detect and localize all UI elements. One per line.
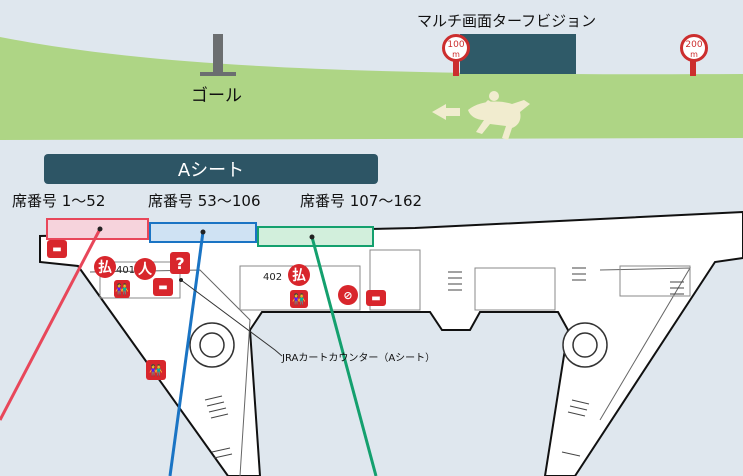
guide-line-53-106	[168, 231, 205, 476]
marker-100m: 100 m	[442, 34, 470, 62]
smoking-area-icon-3: ▬	[366, 290, 386, 306]
room-401-label: 401	[116, 265, 136, 276]
pay-icon-2: 払	[288, 264, 310, 286]
marker-200m: 200 m	[680, 34, 708, 62]
goal-post	[213, 34, 223, 74]
goal-label: ゴール	[191, 86, 242, 106]
guide-line-1-52	[0, 228, 102, 421]
restroom-icon: 👫	[114, 280, 130, 298]
turf-vision-label: マルチ画面ターフビジョン	[417, 12, 597, 30]
turf-track	[0, 37, 743, 140]
smoking-area-icon-2: ▬	[153, 278, 173, 296]
cart-counter-callout: JRAカートカウンター（Aシート）	[282, 353, 436, 364]
seat-range-label-1: 席番号 1〜52	[12, 192, 106, 210]
direction-arrow	[432, 104, 460, 120]
section-banner: Aシート	[44, 154, 378, 184]
no-entry-icon: ⊘	[338, 285, 358, 305]
stairs	[204, 267, 684, 459]
room-402-label: 402	[263, 272, 283, 283]
racehorse-icon	[468, 91, 530, 140]
seat-block-107-162	[257, 226, 374, 247]
stairwell-left	[189, 322, 235, 368]
pay-icon: 払	[94, 256, 116, 278]
smoking-area-icon: ▬	[47, 240, 67, 258]
stairwell-right	[562, 322, 608, 368]
callout-leader	[180, 279, 283, 357]
info-icon: ?	[170, 252, 190, 274]
guide-line-107-162	[310, 236, 378, 476]
restroom-icon-3: 👫	[290, 290, 308, 308]
staff-icon: 人	[134, 258, 156, 280]
turf-vision-screen	[460, 34, 576, 74]
seat-range-label-2: 席番号 53〜106	[148, 192, 261, 210]
seat-range-label-3: 席番号 107〜162	[300, 192, 423, 210]
restroom-icon-2: 👫	[146, 360, 166, 380]
